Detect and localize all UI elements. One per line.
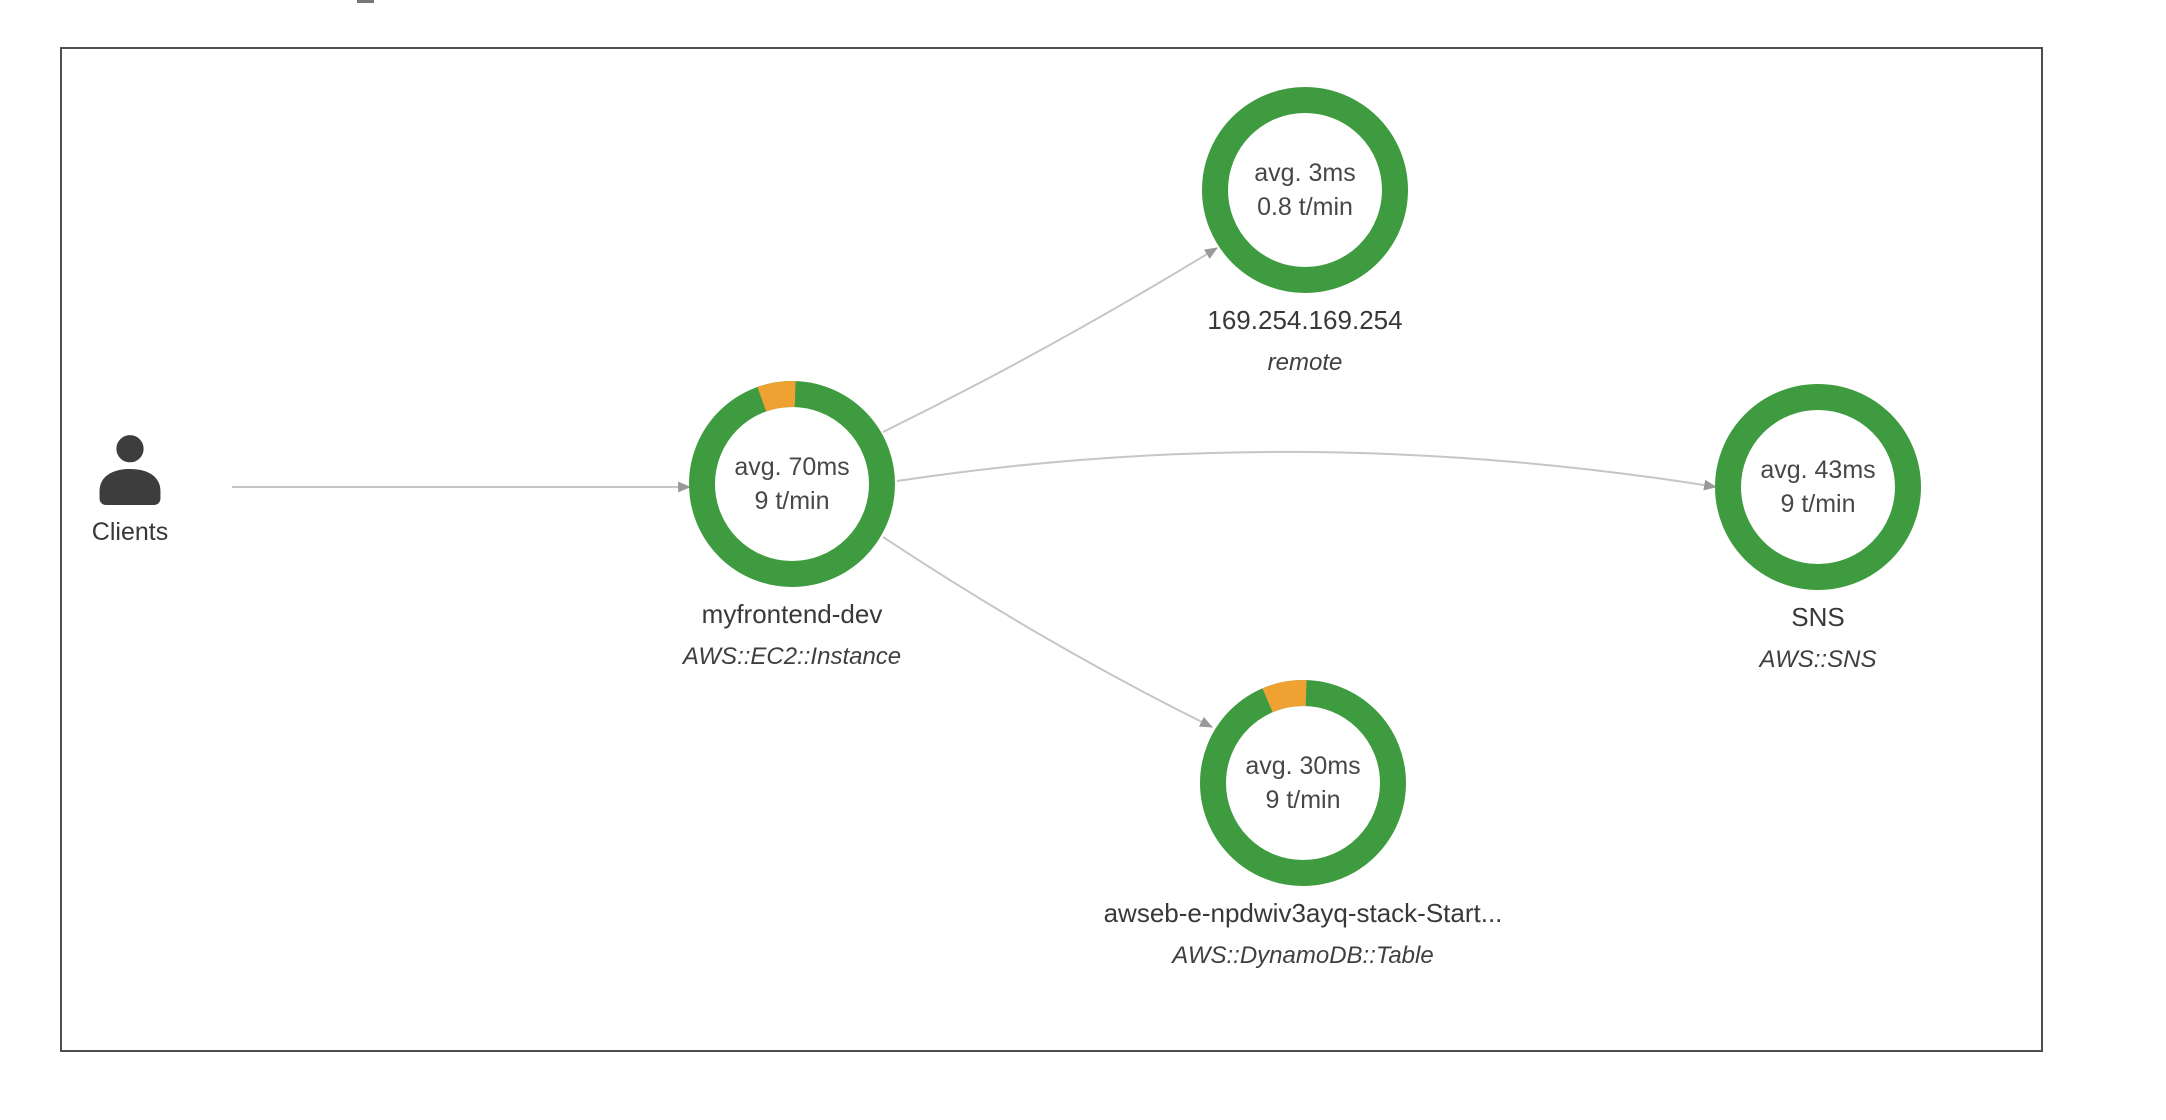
rate-value: 9 t/min: [754, 487, 830, 515]
health-donut[interactable]: [1197, 677, 1409, 889]
edge-myfrontend-dev-to-dynamodb[interactable]: [882, 536, 1213, 728]
node-label: 169.254.169.254: [1207, 305, 1403, 335]
rate-value: 9 t/min: [1265, 786, 1341, 814]
health-donut[interactable]: [686, 378, 898, 590]
latency-value: avg. 43ms: [1760, 456, 1876, 484]
rate-value: 9 t/min: [1780, 490, 1856, 518]
edge-myfrontend-dev-to-remote[interactable]: [882, 247, 1218, 433]
node-label: myfrontend-dev: [701, 599, 883, 629]
node-type-label: AWS::DynamoDB::Table: [1172, 942, 1434, 969]
node-type-label: remote: [1267, 349, 1343, 376]
node-sns[interactable]: avg. 43ms 9 t/min SNS AWS::SNS: [1608, 381, 2028, 674]
latency-value: avg. 70ms: [734, 453, 850, 481]
node-metrics: avg. 70ms 9 t/min: [686, 378, 898, 590]
node-label: Clients: [91, 518, 169, 546]
person-icon: [99, 433, 161, 505]
node-type-label: AWS::SNS: [1759, 646, 1877, 673]
node-label: SNS: [1791, 602, 1845, 632]
rate-value: 0.8 t/min: [1257, 193, 1353, 221]
edge-myfrontend-dev-to-sns[interactable]: [896, 450, 1718, 491]
latency-value: avg. 30ms: [1245, 752, 1361, 780]
node-myfrontend-dev[interactable]: avg. 70ms 9 t/min myfrontend-dev AWS::EC…: [582, 378, 1002, 671]
node-type-label: AWS::EC2::Instance: [682, 643, 902, 670]
health-donut[interactable]: [1712, 381, 1924, 593]
health-donut[interactable]: [1199, 84, 1411, 296]
node-label: awseb-e-npdwiv3ayq-stack-Start...: [1103, 898, 1503, 928]
node-metrics: avg. 30ms 9 t/min: [1197, 677, 1409, 889]
node-metrics: avg. 43ms 9 t/min: [1712, 381, 1924, 593]
node-metrics: avg. 3ms 0.8 t/min: [1199, 84, 1411, 296]
latency-value: avg. 3ms: [1254, 159, 1356, 187]
node-clients[interactable]: Clients: [30, 433, 230, 547]
node-dynamodb-table[interactable]: avg. 30ms 9 t/min awseb-e-npdwiv3ayq-sta…: [1093, 677, 1513, 970]
service-map-canvas: [60, 47, 2043, 1052]
screenshot-artifact: [357, 0, 374, 3]
node-remote-ip[interactable]: avg. 3ms 0.8 t/min 169.254.169.254 remot…: [1095, 84, 1515, 377]
